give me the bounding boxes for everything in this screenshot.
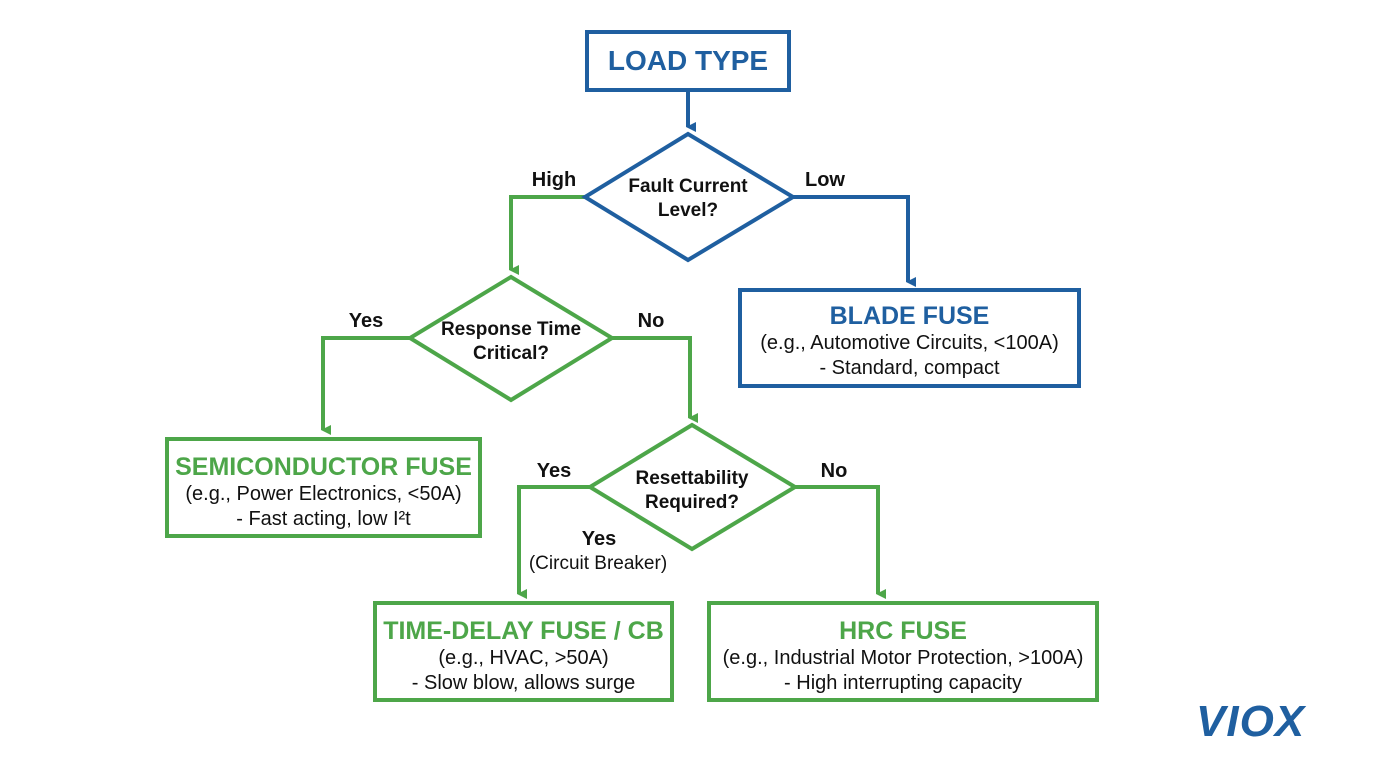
response-time-text: Response Time Critical? <box>420 318 602 366</box>
resettability-line2: Required? <box>645 492 739 513</box>
fault-current-line2: Level? <box>657 200 719 221</box>
response-time-line2: Critical? <box>472 343 550 364</box>
semiconductor-fuse-title: SEMICONDUCTOR FUSE <box>175 453 472 481</box>
load-type-title: LOAD TYPE <box>607 45 769 76</box>
edge-fault-high-to-response <box>509 195 585 275</box>
edge-fault-low-to-blade <box>793 195 916 287</box>
node-load-type: LOAD TYPE <box>585 30 791 92</box>
label-high: High <box>531 169 577 191</box>
time-delay-fuse-example: (e.g., HVAC, >50A) <box>438 647 609 669</box>
hrc-fuse-feature: - High interrupting capacity <box>784 672 1022 694</box>
node-blade-fuse: BLADE FUSE (e.g., Automotive Circuits, <… <box>738 288 1081 388</box>
fault-current-text: Fault Current Level? <box>600 175 776 223</box>
edge-response-yes-to-semiconductor <box>321 336 410 435</box>
blade-fuse-title: BLADE FUSE <box>829 302 990 330</box>
response-time-line1: Response Time <box>440 319 582 340</box>
label-no-response: No <box>637 310 665 332</box>
fault-current-line1: Fault Current <box>628 176 748 197</box>
edge-response-no-to-reset <box>612 336 698 423</box>
semiconductor-fuse-example: (e.g., Power Electronics, <50A) <box>185 483 462 505</box>
hrc-fuse-example: (e.g., Industrial Motor Protection, >100… <box>722 647 1084 669</box>
node-semiconductor-fuse: SEMICONDUCTOR FUSE (e.g., Power Electron… <box>165 437 482 538</box>
decision-fault-current <box>581 131 797 263</box>
resettability-line1: Resettability <box>635 468 749 489</box>
time-delay-fuse-title: TIME-DELAY FUSE / CB <box>383 617 664 645</box>
blade-fuse-feature: - Standard, compact <box>819 357 1000 379</box>
time-delay-fuse-feature: - Slow blow, allows surge <box>411 672 636 694</box>
semiconductor-fuse-feature: - Fast acting, low I²t <box>236 508 411 530</box>
label-low: Low <box>805 169 845 191</box>
edge-reset-no-to-hrc <box>795 485 886 599</box>
viox-logo: VIOX <box>1196 697 1306 746</box>
decision-response-time <box>406 274 616 403</box>
node-hrc-fuse: HRC FUSE (e.g., Industrial Motor Protect… <box>707 601 1099 702</box>
label-yes-cb: Yes <box>581 528 617 550</box>
node-time-delay-fuse: TIME-DELAY FUSE / CB (e.g., HVAC, >50A) … <box>373 601 674 702</box>
hrc-fuse-title: HRC FUSE <box>839 617 967 645</box>
label-circuit-breaker-note: (Circuit Breaker) <box>528 553 668 574</box>
label-yes-reset: Yes <box>536 460 572 482</box>
decision-resettability <box>586 422 799 552</box>
label-yes-response: Yes <box>348 310 384 332</box>
label-no-reset: No <box>820 460 848 482</box>
blade-fuse-example: (e.g., Automotive Circuits, <100A) <box>760 332 1059 354</box>
edge-reset-yes-to-timedelay <box>517 485 590 599</box>
resettability-text: Resettability Required? <box>602 467 782 515</box>
